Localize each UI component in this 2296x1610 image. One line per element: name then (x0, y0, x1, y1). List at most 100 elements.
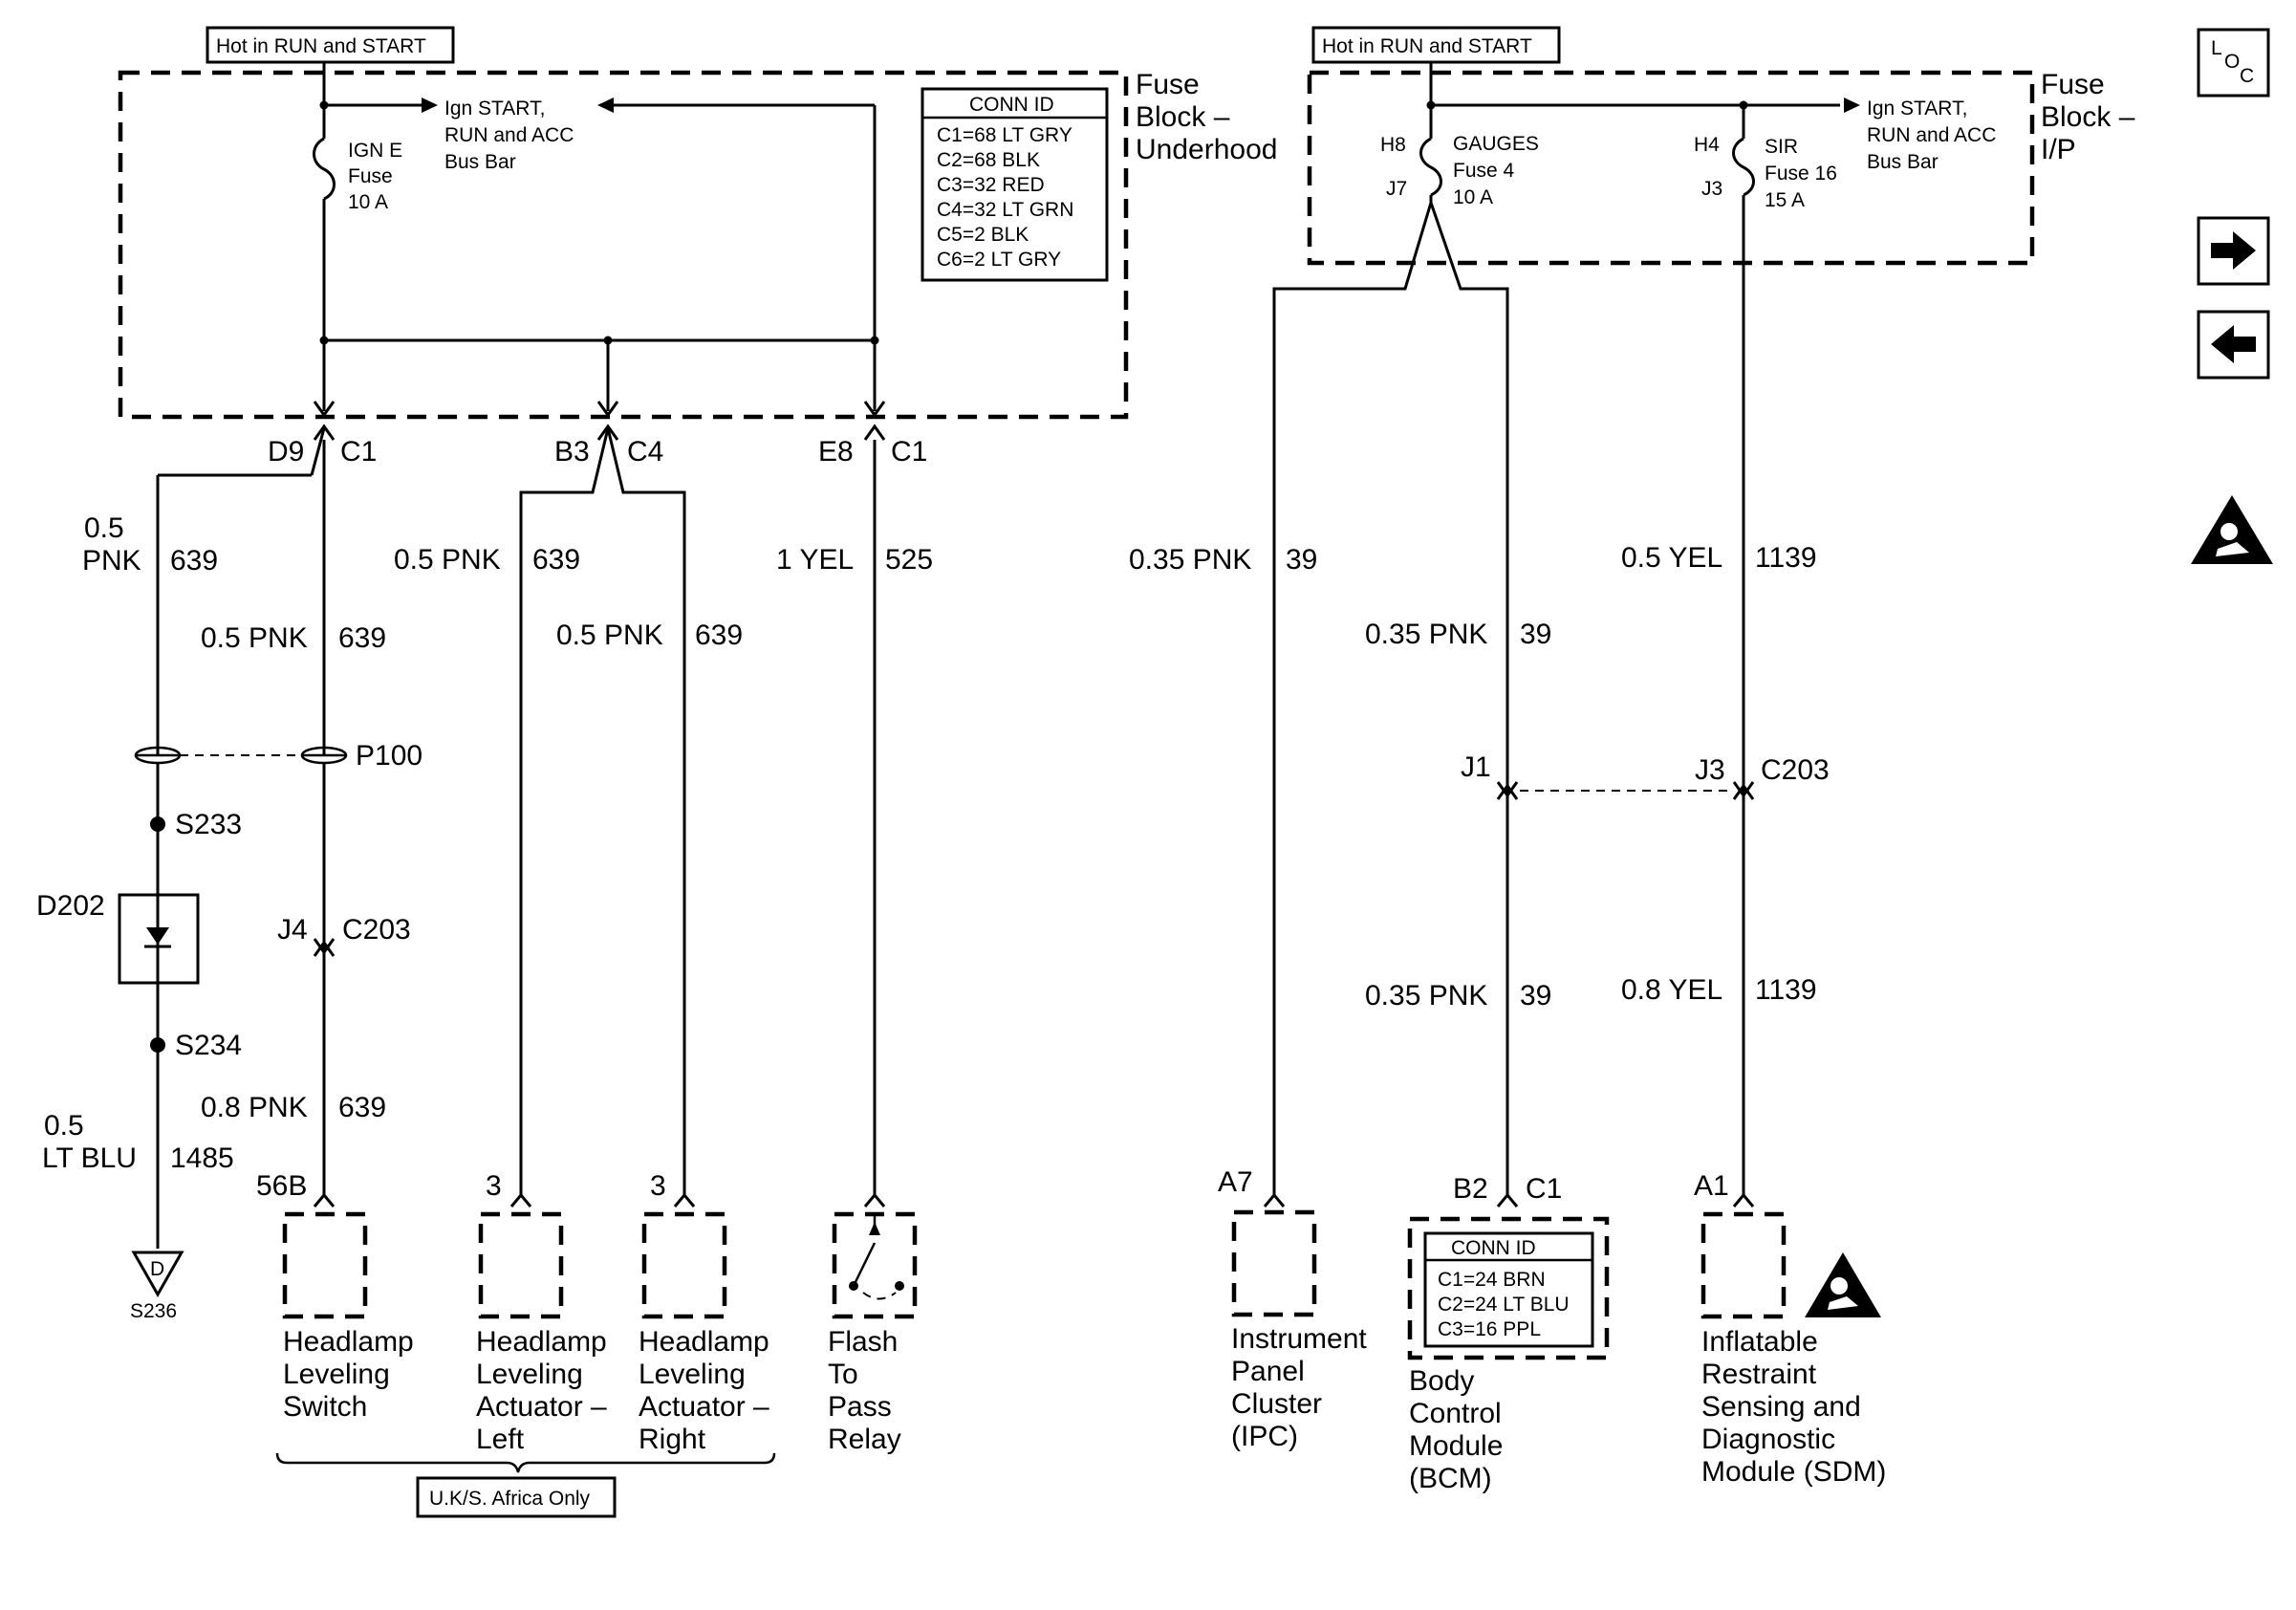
conn-e8: E8 (818, 436, 854, 468)
svg-text:Left: Left (476, 1424, 525, 1455)
wire-w11-circuit: 639 (338, 1092, 386, 1123)
wire-w5: 1 YEL (776, 544, 854, 576)
conn-d9: D9 (268, 436, 304, 468)
gauges-fuse-label: GAUGES Fuse 4 10 A (1453, 133, 1539, 208)
fuse-block-ip-outline (1307, 70, 2035, 266)
svg-text:P100: P100 (356, 740, 422, 772)
wire-w1-size: 0.5 (84, 512, 124, 544)
conn-c203-a: C203 (342, 914, 411, 946)
svg-text:Ign START,: Ign START, (1867, 98, 1967, 120)
svg-text:Diagnostic: Diagnostic (1701, 1424, 1835, 1455)
conn-c4: C4 (627, 436, 663, 468)
bus-bar-left-label: Ign START, RUN and ACC Bus Bar (444, 98, 574, 173)
svg-text:Control: Control (1409, 1398, 1502, 1429)
svg-text:Cluster: Cluster (1231, 1388, 1322, 1420)
conn-c203-b: C203 (1761, 754, 1830, 786)
pin-a1: A1 (1694, 1170, 1729, 1202)
hl-right-label: Headlamp Leveling Actuator – Right (639, 1326, 769, 1455)
wire-w10-circuit: 1139 (1755, 974, 1817, 1006)
wire-w12-size: 0.5 (44, 1110, 84, 1142)
svg-text:RUN and ACC: RUN and ACC (1867, 124, 1996, 146)
svg-text:S236: S236 (130, 1300, 177, 1322)
svg-text:Switch: Switch (283, 1391, 367, 1423)
svg-text:Fuse: Fuse (1136, 69, 1200, 100)
bus-bar-right-label: Ign START, RUN and ACC Bus Bar (1867, 98, 1996, 173)
hot-label-left: Hot in RUN and START (206, 26, 455, 64)
conn-j4: J4 (277, 914, 308, 946)
svg-text:C1=24 BRN: C1=24 BRN (1438, 1269, 1546, 1291)
svg-text:CONN ID: CONN ID (969, 94, 1054, 116)
svg-text:Headlamp: Headlamp (476, 1326, 607, 1358)
wire-w3: 0.5 PNK (394, 544, 501, 576)
svg-text:C2=68 BLK: C2=68 BLK (937, 149, 1040, 171)
conn-c1-b: C1 (891, 436, 927, 468)
svg-text:To: To (828, 1359, 858, 1390)
pin-3-right: 3 (650, 1170, 666, 1202)
conn-id-underhood-table: CONN ID C1=68 LT GRY C2=68 BLK C3=32 RED… (921, 87, 1109, 282)
svg-text:C5=2 BLK: C5=2 BLK (937, 224, 1029, 246)
svg-text:Sensing and: Sensing and (1701, 1391, 1861, 1423)
loc-icon[interactable]: L O C (2197, 28, 2270, 98)
svg-text:Leveling: Leveling (639, 1359, 746, 1390)
hl-switch-box (282, 1211, 368, 1319)
svg-text:Body: Body (1409, 1365, 1474, 1397)
ipc-box (1231, 1209, 1317, 1317)
wire-w11: 0.8 PNK (201, 1092, 308, 1123)
svg-text:Block –: Block – (1136, 101, 1230, 133)
svg-text:L: L (2211, 37, 2222, 59)
pin-b2: B2 (1453, 1173, 1488, 1205)
svg-text:I/P: I/P (2041, 134, 2076, 165)
svg-text:10 A: 10 A (1453, 186, 1493, 208)
svg-text:Bus Bar: Bus Bar (1867, 151, 1939, 173)
ftp-relay-box (832, 1211, 918, 1319)
svg-text:CONN ID: CONN ID (1451, 1237, 1536, 1259)
arrow-right-icon[interactable] (2197, 216, 2270, 286)
wire-w9: 0.35 PNK (1365, 980, 1487, 1012)
wire-w3-circuit: 639 (532, 544, 580, 576)
svg-text:C3=32 RED: C3=32 RED (937, 174, 1045, 196)
sir-fuse-symbol (1732, 137, 1755, 197)
svg-text:Fuse 4: Fuse 4 (1453, 160, 1515, 182)
arrow-left-icon[interactable] (2197, 310, 2270, 380)
svg-text:O: O (2224, 51, 2240, 73)
conn-c1-c: C1 (1526, 1173, 1562, 1205)
svg-text:Right: Right (639, 1424, 706, 1455)
ign-e-fuse-label: IGN E Fuse 10 A (348, 140, 402, 213)
d202-diode: D202 (36, 890, 200, 985)
svg-text:15 A: 15 A (1765, 189, 1805, 211)
svg-text:Ign START,: Ign START, (444, 98, 545, 120)
conn-c1-a: C1 (340, 436, 377, 468)
conn-j1: J1 (1461, 751, 1491, 783)
svg-text:Panel: Panel (1231, 1356, 1305, 1387)
wire-w1-circuit: 639 (170, 545, 218, 577)
wire-w10: 0.8 YEL (1621, 974, 1722, 1006)
fuse-block-underhood-label: Fuse Block – Underhood (1136, 69, 1277, 165)
svg-text:Bus Bar: Bus Bar (444, 151, 516, 173)
svg-text:D202: D202 (36, 890, 105, 922)
splice-s234: S234 (175, 1030, 242, 1061)
svg-text:Instrument: Instrument (1231, 1323, 1367, 1355)
svg-text:C: C (2240, 65, 2254, 87)
wire-w9-circuit: 39 (1520, 980, 1551, 1012)
svg-text:IGN E: IGN E (348, 140, 402, 162)
splice-s233: S233 (175, 809, 242, 840)
svg-text:Fuse 16: Fuse 16 (1765, 163, 1837, 185)
sdm-box (1700, 1211, 1787, 1319)
svg-text:C1=68 LT GRY: C1=68 LT GRY (937, 124, 1072, 146)
svg-text:GAUGES: GAUGES (1453, 133, 1539, 155)
svg-text:SIR: SIR (1765, 136, 1798, 158)
bcm-box: CONN ID C1=24 BRN C2=24 LT BLU C3=16 PPL (1407, 1216, 1610, 1360)
gauges-fuse-symbol (1419, 137, 1442, 197)
airbag-warning-icon (1805, 1252, 1881, 1317)
wire-w12-circuit: 1485 (170, 1142, 234, 1174)
hl-left-label: Headlamp Leveling Actuator – Left (476, 1326, 607, 1455)
conn-j3: J3 (1695, 754, 1725, 786)
svg-text:Relay: Relay (828, 1424, 901, 1455)
ipc-label: Instrument Panel Cluster (IPC) (1231, 1323, 1367, 1452)
svg-text:Pass: Pass (828, 1391, 892, 1423)
svg-text:RUN and ACC: RUN and ACC (444, 124, 574, 146)
conn-b3: B3 (554, 436, 590, 468)
hl-right-box (641, 1211, 727, 1319)
sir-fuse-label: SIR Fuse 16 15 A (1765, 136, 1837, 211)
